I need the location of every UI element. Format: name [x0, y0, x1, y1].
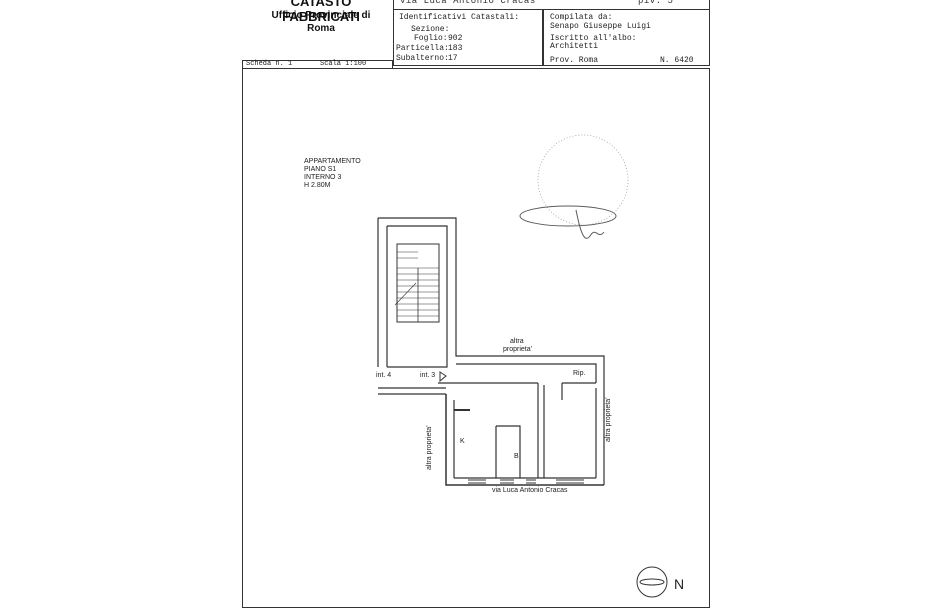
scheda-label: Scheda n. 1: [246, 60, 293, 68]
bathroom-label: B: [514, 453, 519, 460]
registered-value: Architetti: [550, 42, 599, 51]
floor-cut: piv. 5: [638, 0, 674, 5]
plan-info-height: H 2.80M: [304, 182, 331, 189]
header-left-edge: [393, 0, 394, 66]
altra-proprieta-top-1: altra: [510, 338, 524, 345]
int4-label: int. 4: [376, 372, 392, 379]
kitchen-label: K: [460, 438, 465, 445]
int3-label: int. 3: [420, 372, 436, 379]
foglio-value: 902: [448, 34, 463, 43]
altra-proprieta-left: altra proprieta': [426, 425, 433, 470]
scala-label: Scala 1:100: [320, 60, 367, 68]
north-label: N: [674, 576, 685, 592]
compiled-by-name: Senapo Giuseppe Luigi: [550, 22, 651, 31]
identifiers-heading: Identificativi Catastali:: [399, 13, 520, 22]
office-city: Roma: [307, 23, 335, 34]
province-label: Prov. Roma: [550, 56, 599, 65]
particella-value: 183: [448, 44, 463, 53]
registered-label: Iscritto all'albo:: [550, 34, 637, 43]
header-top-rule: [393, 9, 710, 10]
header-right-edge: [709, 0, 710, 66]
sezione-label: Sezione:: [411, 25, 450, 34]
altra-proprieta-top-2: proprieta': [503, 346, 532, 353]
altra-proprieta-right: altra proprieta': [605, 397, 612, 442]
office-subtitle: Ufficio Provinciale di: [271, 10, 371, 21]
subalterno-label: Subalterno:: [396, 54, 449, 63]
street-label: via Luca Antonio Cracas: [492, 487, 568, 494]
office-title: CATASTO FABBRICATI: [282, 0, 360, 24]
foglio-label: Foglio:: [414, 34, 448, 43]
particella-label: Particella:: [396, 44, 449, 53]
plan-info-type: APPARTAMENTO: [304, 158, 361, 165]
compiled-by-label: Compilata da:: [550, 13, 613, 22]
plan-info-unit: INTERNO 3: [304, 174, 342, 181]
rip-label: Rip.: [573, 370, 586, 377]
plan-info-floor: PIANO S1: [304, 166, 337, 173]
subalterno-value: 17: [448, 54, 458, 63]
address-cut: via Luca Antonio Cracas: [400, 0, 536, 5]
registration-number: N. 6420: [660, 56, 694, 65]
